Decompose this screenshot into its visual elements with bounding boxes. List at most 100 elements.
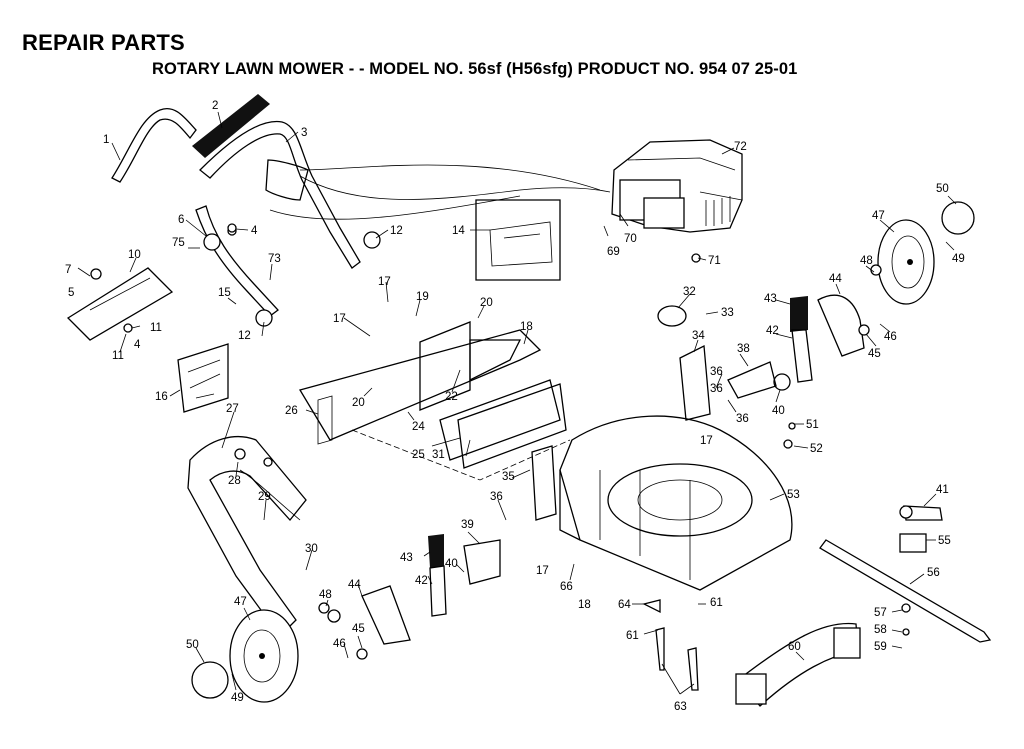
callout-label: 45 — [868, 348, 881, 360]
wheel-left-part-47 — [229, 609, 299, 703]
callout-label: 48 — [319, 589, 332, 601]
callout-label: 16 — [155, 391, 168, 403]
callout-label: 1 — [103, 134, 109, 146]
callout-label: 53 — [787, 489, 800, 501]
callout-label: 48 — [860, 255, 873, 267]
callout-label: 57 — [874, 607, 887, 619]
callout-label: 24 — [412, 421, 425, 433]
bracket-part-35 — [531, 445, 557, 521]
wheel-right-part-47 — [877, 219, 935, 305]
upper-handle-part-3 — [199, 120, 361, 269]
callout-label: 50 — [936, 183, 949, 195]
callout-label: 12 — [390, 225, 403, 237]
page-subtitle: ROTARY LAWN MOWER - - MODEL NO. 56sf (H5… — [152, 60, 798, 78]
callout-label: 61 — [626, 630, 639, 642]
callout-label: 7 — [65, 264, 71, 276]
callout-label: 29 — [258, 491, 271, 503]
callout-label: 20 — [480, 297, 493, 309]
callout-label: 63 — [674, 701, 687, 713]
callout-label: 46 — [884, 331, 897, 343]
callout-label: 66 — [560, 581, 573, 593]
throttle-lever-part-1 — [111, 107, 197, 183]
callout-label: 52 — [810, 443, 823, 455]
callout-label: 44 — [829, 273, 842, 285]
label-plate-part-16 — [177, 343, 229, 413]
callout-label: 17 — [700, 435, 713, 447]
callout-label: 39 — [461, 519, 474, 531]
callout-label: 5 — [68, 287, 74, 299]
callout-label: 44 — [348, 579, 361, 591]
callout-label: 51 — [806, 419, 819, 431]
fasteners — [90, 223, 911, 691]
callout-label: 30 — [305, 543, 318, 555]
control-cable — [269, 164, 611, 220]
lower-handle — [195, 205, 279, 317]
bracket-part-34 — [679, 344, 711, 421]
callout-label: 6 — [178, 214, 184, 226]
blade-adapter — [899, 505, 943, 521]
page-title: REPAIR PARTS — [22, 30, 185, 55]
callout-label: 36 — [736, 413, 749, 425]
height-adjuster-right — [727, 294, 865, 399]
callout-label: 17 — [378, 276, 391, 288]
callout-label: 71 — [708, 255, 721, 267]
callout-label: 14 — [452, 225, 465, 237]
callout-label: 42 — [766, 325, 779, 337]
callout-label: 36 — [710, 383, 723, 395]
callout-label: 45 — [352, 623, 365, 635]
callout-label: 73 — [268, 253, 281, 265]
callout-label: 17 — [333, 313, 346, 325]
skirt-part-60 — [735, 622, 861, 707]
callout-label: 42 — [415, 575, 428, 587]
callout-label: 36 — [710, 366, 723, 378]
callout-label: 64 — [618, 599, 631, 611]
callout-label: 59 — [874, 641, 887, 653]
handle-part-10 — [66, 267, 174, 341]
callout-label: 47 — [872, 210, 885, 222]
callout-label: 69 — [607, 246, 620, 258]
frame-part-27 — [187, 436, 307, 637]
callout-label: 61 — [710, 597, 723, 609]
hubcap-part-50-left — [191, 661, 229, 699]
callout-label: 49 — [952, 253, 965, 265]
callout-label: 11 — [112, 350, 124, 362]
callout-label: 4 — [251, 225, 258, 237]
callout-label: 12 — [238, 330, 251, 342]
callout-label: 18 — [520, 321, 533, 333]
callout-label: 58 — [874, 624, 887, 636]
callout-label: 47 — [234, 596, 247, 608]
callout-label: 38 — [737, 343, 750, 355]
flap-part-31 — [457, 383, 567, 469]
callout-label: 56 — [927, 567, 940, 579]
blade-part-56 — [819, 533, 992, 643]
callout-label: 27 — [226, 403, 239, 415]
callout-label: 4 — [134, 339, 141, 351]
callout-label: 10 — [128, 249, 141, 261]
callout-label: 25 — [412, 449, 425, 461]
callout-label: 35 — [502, 471, 515, 483]
callout-label: 40 — [772, 405, 785, 417]
callout-label: 36 — [490, 491, 503, 503]
callout-label: 46 — [333, 638, 346, 650]
engine-part-72 — [611, 139, 743, 233]
callout-label: 75 — [172, 237, 185, 249]
callout-label: 72 — [734, 141, 747, 153]
callout-label: 19 — [416, 291, 429, 303]
callout-label: 31 — [432, 449, 445, 461]
callout-label: 60 — [788, 641, 801, 653]
hubcap-part-50-right — [941, 201, 975, 235]
bearing-part-32 — [657, 305, 687, 327]
handle-grip-part-2 — [192, 94, 270, 158]
callout-label: 40 — [445, 558, 458, 570]
mower-deck-part-53 — [559, 415, 793, 591]
rear-deflector-assembly — [299, 321, 571, 481]
bracket-part-14 — [475, 199, 561, 281]
callout-label: 50 — [186, 639, 199, 651]
callout-label: 41 — [936, 484, 949, 496]
callout-label: 18 — [578, 599, 591, 611]
callout-leaders — [77, 111, 957, 695]
callout-label: 43 — [764, 293, 777, 305]
callout-label: 34 — [692, 330, 705, 342]
height-adjuster-left — [361, 534, 501, 645]
